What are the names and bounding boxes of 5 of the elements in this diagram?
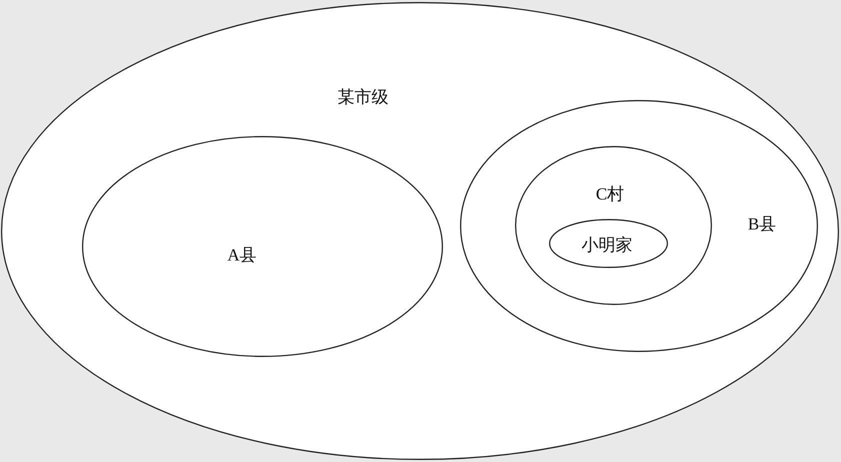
region-label: C村 <box>596 186 624 204</box>
region-label: B县 <box>748 216 776 234</box>
region-label: 某市级 <box>338 88 388 108</box>
region-label: 小明家 <box>582 236 632 256</box>
region-label: A县 <box>227 246 257 266</box>
